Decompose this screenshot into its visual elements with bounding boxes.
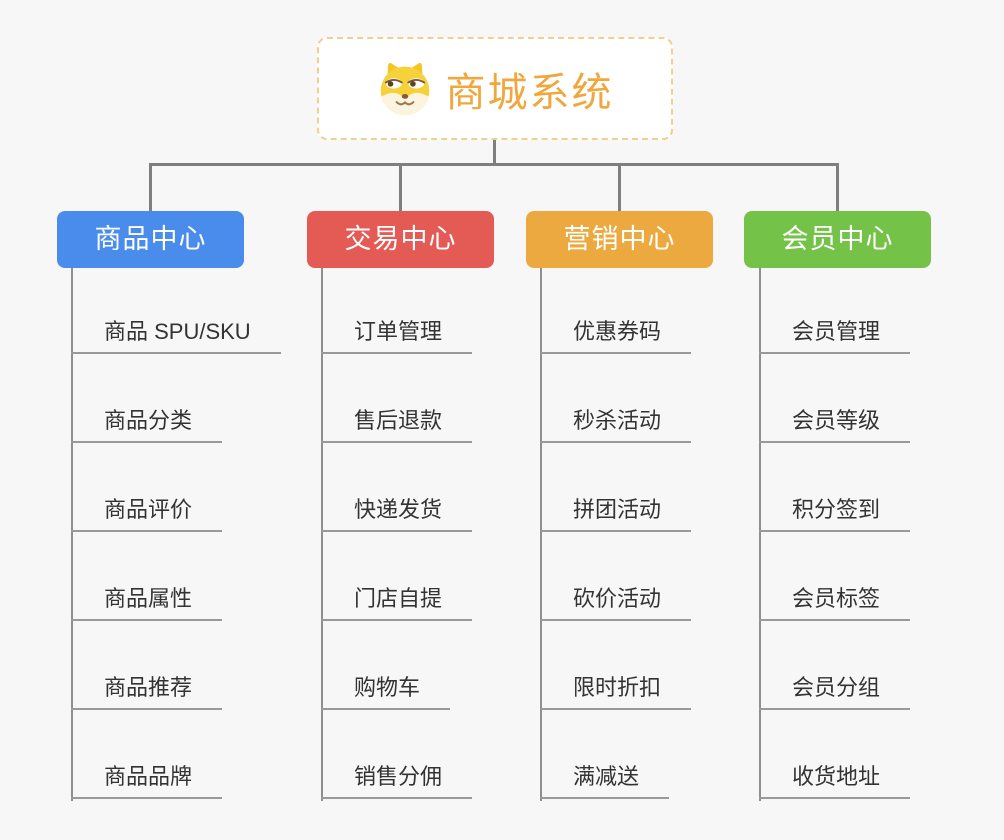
branch-node-product-center[interactable]: 商品中心 xyxy=(57,211,244,268)
leaf-node[interactable]: 会员等级 xyxy=(759,407,911,443)
leaf-node[interactable]: 收货地址 xyxy=(759,763,911,799)
root-node-mall-system[interactable]: 商城系统 xyxy=(317,37,673,140)
branch-spine xyxy=(71,268,73,801)
branch-node-trade-center[interactable]: 交易中心 xyxy=(307,211,494,268)
branch-node-marketing-center[interactable]: 营销中心 xyxy=(526,211,713,268)
branch-spine xyxy=(759,268,761,801)
leaf-node[interactable]: 商品品牌 xyxy=(71,763,223,799)
leaf-node[interactable]: 满减送 xyxy=(540,763,670,799)
leaf-node[interactable]: 限时折扣 xyxy=(540,674,692,710)
leaf-node[interactable]: 积分签到 xyxy=(759,496,911,532)
root-title: 商城系统 xyxy=(445,70,614,115)
leaf-node[interactable]: 商品评价 xyxy=(71,496,223,532)
connector-horizontal xyxy=(149,163,839,166)
leaf-node[interactable]: 快递发货 xyxy=(321,496,473,532)
leaf-node[interactable]: 商品推荐 xyxy=(71,674,223,710)
connector-drop-member xyxy=(836,163,839,211)
leaf-node[interactable]: 销售分佣 xyxy=(321,763,473,799)
branch-spine xyxy=(321,268,323,801)
leaf-node[interactable]: 会员管理 xyxy=(759,318,911,354)
leaf-node[interactable]: 商品 SPU/SKU xyxy=(71,318,281,354)
leaf-node[interactable]: 会员标签 xyxy=(759,585,911,621)
branch-column-trade-center: 订单管理 售后退款 快递发货 门店自提 购物车 销售分佣 xyxy=(321,268,556,801)
leaf-node[interactable]: 砍价活动 xyxy=(540,585,692,621)
connector-drop-trade xyxy=(399,163,402,211)
leaf-node[interactable]: 拼团活动 xyxy=(540,496,692,532)
branch-spine xyxy=(540,268,542,801)
leaf-node[interactable]: 商品属性 xyxy=(71,585,223,621)
branch-column-member-center: 会员管理 会员等级 积分签到 会员标签 会员分组 收货地址 xyxy=(759,268,994,801)
branch-column-marketing-center: 优惠券码 秒杀活动 拼团活动 砍价活动 限时折扣 满减送 xyxy=(540,268,775,801)
leaf-node[interactable]: 秒杀活动 xyxy=(540,407,692,443)
leaf-node[interactable]: 订单管理 xyxy=(321,318,473,354)
leaf-node[interactable]: 门店自提 xyxy=(321,585,473,621)
connector-drop-product xyxy=(149,163,152,211)
branch-column-product-center: 商品 SPU/SKU 商品分类 商品评价 商品属性 商品推荐 商品品牌 xyxy=(71,268,306,801)
leaf-node[interactable]: 优惠券码 xyxy=(540,318,692,354)
leaf-node[interactable]: 购物车 xyxy=(321,674,451,710)
connector-drop-marketing xyxy=(618,163,621,211)
leaf-node[interactable]: 商品分类 xyxy=(71,407,223,443)
leaf-node[interactable]: 售后退款 xyxy=(321,407,473,443)
branch-node-member-center[interactable]: 会员中心 xyxy=(744,211,931,268)
connector-root-stem xyxy=(493,140,496,166)
leaf-node[interactable]: 会员分组 xyxy=(759,674,911,710)
dog-face-icon xyxy=(380,62,429,115)
